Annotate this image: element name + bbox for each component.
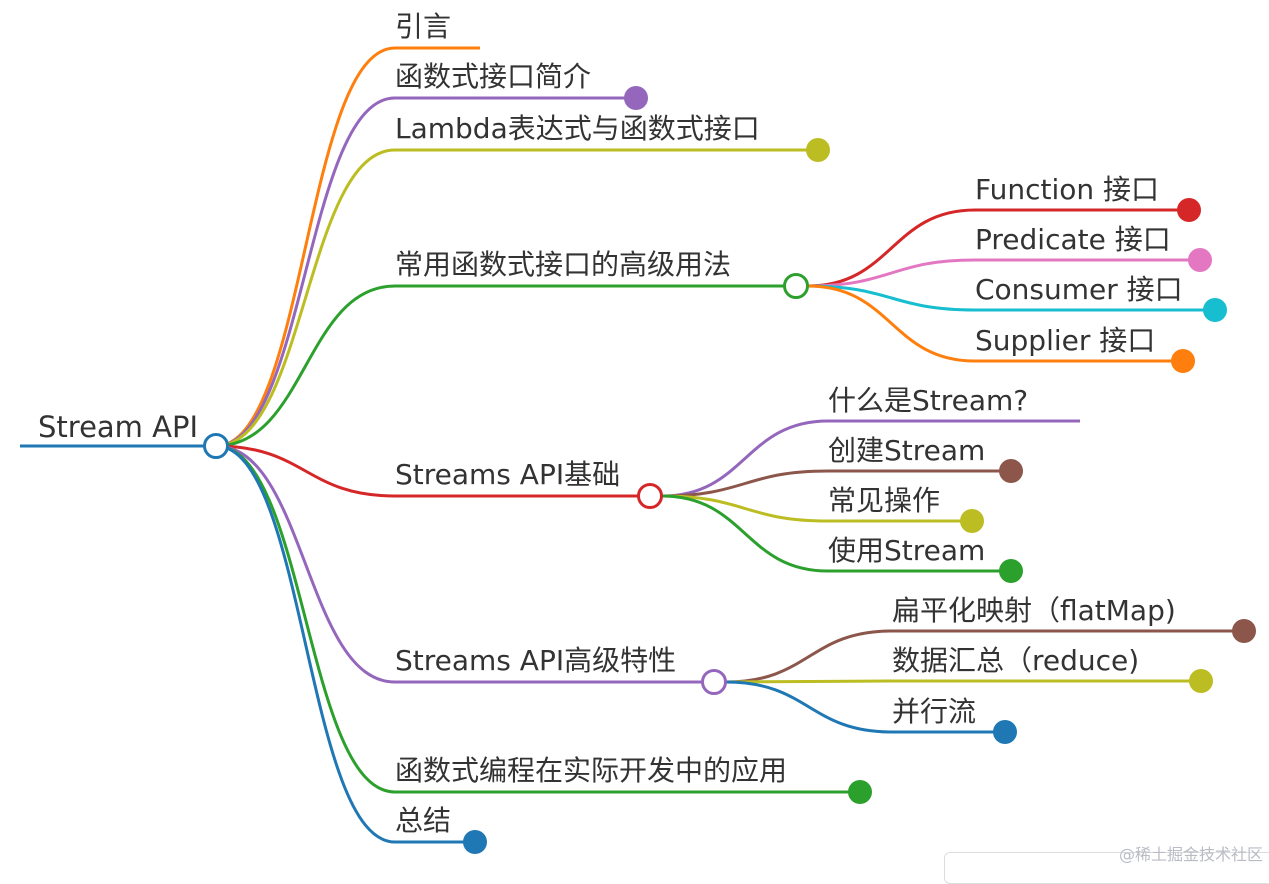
leaf-dot[interactable] bbox=[463, 830, 487, 854]
branch-toggle[interactable] bbox=[701, 669, 727, 695]
leaf-dot[interactable] bbox=[1189, 669, 1213, 693]
child-link bbox=[661, 494, 972, 523]
leaf-dot[interactable] bbox=[993, 720, 1017, 744]
leaf-dot[interactable] bbox=[1177, 198, 1201, 222]
child-label: 常见操作 bbox=[828, 484, 940, 517]
leaf-dot[interactable] bbox=[1232, 619, 1256, 643]
child-link bbox=[725, 679, 1201, 684]
leaf-dot[interactable] bbox=[624, 86, 648, 110]
branch-link bbox=[215, 284, 784, 448]
branch-link bbox=[215, 444, 638, 498]
leaf-dot[interactable] bbox=[960, 509, 984, 533]
child-label: Function 接口 bbox=[975, 173, 1159, 206]
watermark: @稀土掘金技术社区 bbox=[1118, 845, 1263, 864]
leaf-dot[interactable] bbox=[1171, 349, 1195, 373]
branch-link bbox=[215, 444, 702, 684]
leaf-dot[interactable] bbox=[848, 780, 872, 804]
branch-label: 函数式编程在实际开发中的应用 bbox=[395, 754, 787, 787]
leaf-dot[interactable] bbox=[999, 459, 1023, 483]
child-link bbox=[807, 284, 1215, 312]
child-label: Supplier 接口 bbox=[975, 324, 1155, 357]
branch-label: 常用函数式接口的高级用法 bbox=[395, 248, 731, 281]
child-link bbox=[661, 469, 1011, 498]
child-label: 并行流 bbox=[892, 695, 976, 728]
branch-link bbox=[215, 46, 480, 448]
child-label: 什么是Stream? bbox=[828, 384, 1028, 417]
branch-link bbox=[215, 444, 475, 844]
leaf-dot[interactable] bbox=[1188, 248, 1212, 272]
child-label: Predicate 接口 bbox=[975, 223, 1171, 256]
child-label: 创建Stream bbox=[828, 434, 985, 467]
branch-label: 总结 bbox=[395, 804, 451, 837]
leaf-dot[interactable] bbox=[999, 559, 1023, 583]
mindmap-links bbox=[20, 46, 1244, 844]
branch-label: Streams API基础 bbox=[395, 458, 620, 491]
child-link bbox=[661, 419, 1080, 498]
branch-toggle[interactable] bbox=[783, 273, 809, 299]
root-label: Stream API bbox=[38, 410, 198, 444]
child-label: 扁平化映射（flatMap) bbox=[892, 594, 1176, 627]
branch-label: Lambda表达式与函数式接口 bbox=[395, 112, 760, 145]
root-toggle[interactable] bbox=[203, 433, 229, 459]
child-link bbox=[661, 494, 1011, 573]
branch-link bbox=[215, 444, 860, 794]
branch-toggle[interactable] bbox=[637, 483, 663, 509]
branch-label: 函数式接口简介 bbox=[395, 60, 591, 93]
child-link bbox=[807, 284, 1183, 363]
child-label: Consumer 接口 bbox=[975, 273, 1183, 306]
child-label: 使用Stream bbox=[828, 534, 985, 567]
branch-link bbox=[215, 96, 636, 448]
leaf-dot[interactable] bbox=[1203, 298, 1227, 322]
branch-label: 引言 bbox=[395, 10, 451, 43]
leaf-dot[interactable] bbox=[806, 138, 830, 162]
child-link bbox=[807, 208, 1189, 288]
child-link bbox=[725, 680, 1005, 734]
child-label: 数据汇总（reduce) bbox=[892, 644, 1139, 677]
branch-label: Streams API高级特性 bbox=[395, 644, 676, 677]
child-link bbox=[807, 258, 1200, 288]
child-link bbox=[725, 629, 1244, 684]
branch-link bbox=[215, 148, 818, 448]
